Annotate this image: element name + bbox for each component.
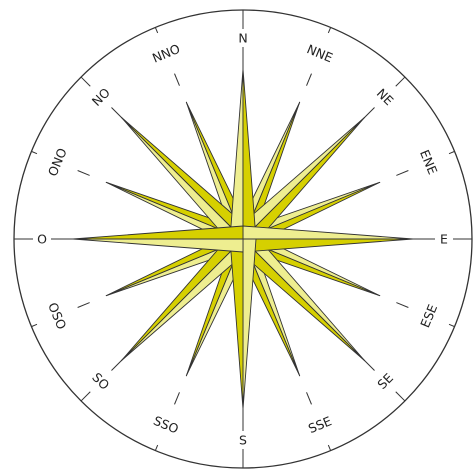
direction-label-o: O: [37, 232, 47, 247]
direction-label-s: S: [239, 433, 247, 448]
compass-star: [73, 69, 413, 409]
direction-label-n: N: [238, 31, 247, 46]
direction-label-e: E: [440, 232, 448, 247]
